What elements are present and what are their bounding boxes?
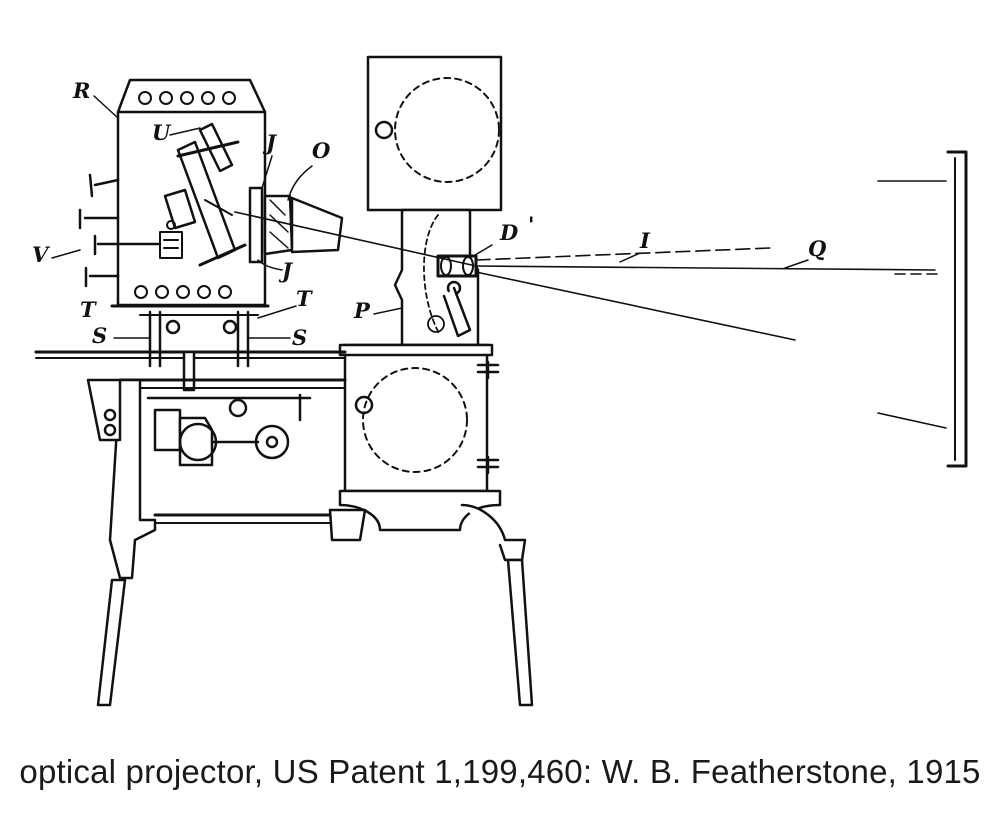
label-S-left: S [92,323,107,348]
label-V: V [32,242,51,267]
label-D: D [499,220,519,245]
upper-film-magazine [366,55,503,212]
label-U: U [152,120,172,145]
bottom-vent-holes [134,285,232,299]
label-I: I [639,228,651,253]
adjusting-knobs [78,173,162,288]
support-rod [34,310,347,392]
arc-lamp-carbons [163,122,247,267]
projection-screen [946,150,968,468]
projector-head [393,208,480,347]
stand-legs [86,378,534,707]
label-T-left: T [80,297,97,322]
label-R: R [72,78,90,103]
label-T-right: T [296,286,313,311]
lamp-house [78,78,344,308]
lower-film-magazine [338,343,500,493]
condenser-lens [248,186,344,264]
reference-labels: R U J O V J D ' I Q T T S S P [32,78,826,350]
label-Q: Q [808,236,826,261]
label-S-right: S [292,325,307,350]
label-D-prime: ' [528,212,534,237]
label-J-top: J [262,130,278,155]
top-vent-holes [138,91,236,105]
label-P: P [353,298,371,323]
label-O: O [312,138,331,163]
figure-caption: optical projector, US Patent 1,199,460: … [19,753,981,790]
label-J-bottom: J [278,258,294,283]
lower-carriage [118,378,347,467]
light-rays [234,180,947,429]
patent-drawing: R U J O V J D ' I Q T T S S P [32,55,968,707]
